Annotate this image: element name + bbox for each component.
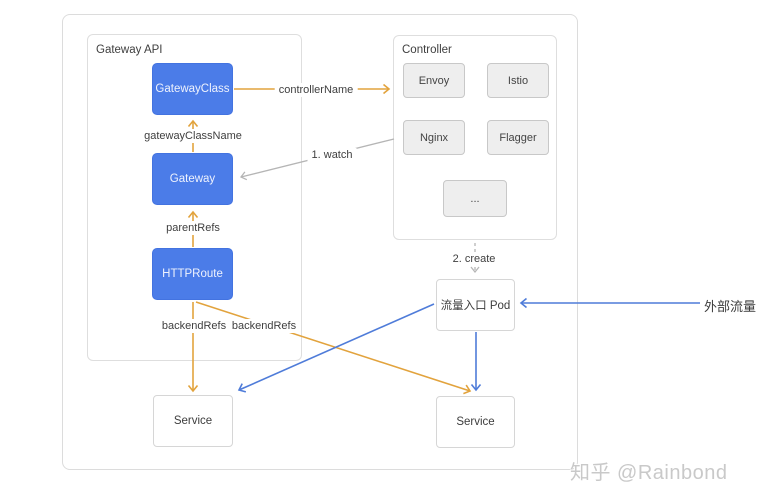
edge-label-parentrefs: parentRefs [162,221,224,235]
node-istio: Istio [487,63,549,98]
gateway-api-group-label: Gateway API [96,44,163,56]
node-flagger: Flagger [487,120,549,155]
node-gateway: Gateway [152,153,233,205]
node-ingress-pod: 流量入口 Pod [436,279,515,331]
node-service-left: Service [153,395,233,447]
node-gatewayclass: GatewayClass [152,63,233,115]
edge-label-backendrefs-right: backendRefs [227,319,301,333]
edge-label-backendrefs-left: backendRefs [157,319,231,333]
edge-label-create: 2. create [448,252,500,266]
edge-label-watch: 1. watch [307,148,357,162]
edge-label-controllername: controllerName [274,83,358,97]
edge-label-gatewayclassname: gatewayClassName [140,129,246,143]
node-nginx: Nginx [403,120,465,155]
node-more-controllers: ... [443,180,507,217]
node-envoy: Envoy [403,63,465,98]
watermark: 知乎 @Rainbond [570,462,728,484]
node-httproute: HTTPRoute [152,248,233,300]
external-traffic-label: 外部流量 [704,299,757,314]
controller-group-label: Controller [402,44,452,56]
node-service-right: Service [436,396,515,448]
